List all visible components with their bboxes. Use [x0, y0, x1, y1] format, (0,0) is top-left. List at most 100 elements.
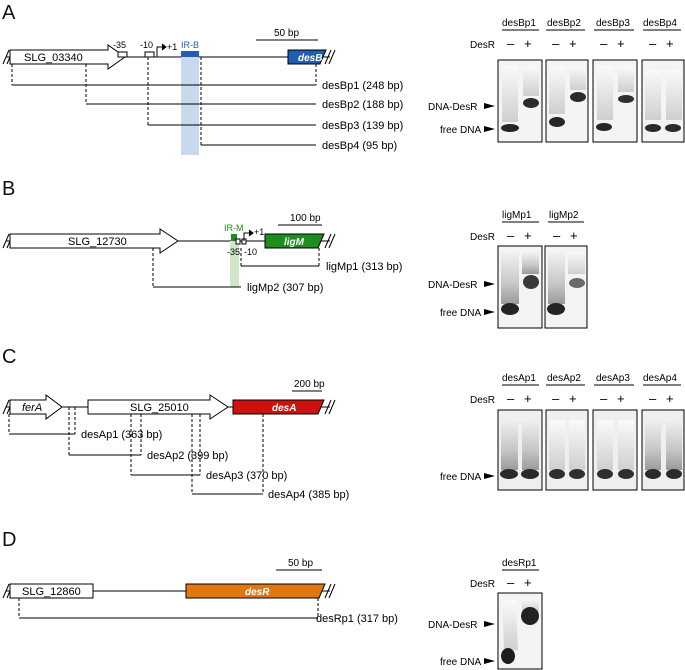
minus35-label: -35 [113, 40, 126, 50]
emsa-lane-title: desBp3 [596, 18, 630, 29]
panel-b-map [2, 224, 336, 288]
gel-desbp3 [592, 59, 638, 143]
plus-sign: + [524, 228, 532, 243]
panel-d-emsa: desRp1 DesR – + DNA-DesR free DNA [428, 558, 543, 670]
gene-label-desa: desA [272, 403, 296, 414]
panel-b-emsa: ligMp1 ligMp2 DesR – + – + DNA-DesR free… [428, 210, 588, 329]
probe-label-desbp3: desBp3 (139 bp) [322, 120, 403, 132]
minus10-label: -10 [244, 247, 257, 257]
gel-desap4 [641, 409, 685, 491]
complex-arrowhead [484, 281, 495, 287]
panel-c-map-text: ferA SLG_25010 desA 200 bp desAp1 (363 b… [22, 379, 349, 501]
gel-ligmp1 [497, 245, 543, 329]
ir-m-box [231, 234, 237, 241]
desr-label: DesR [470, 579, 495, 590]
free-dna-label: free DNA [440, 657, 481, 668]
gene-label-desr: desR [245, 587, 270, 598]
plus-sign: + [524, 36, 532, 51]
gene-box-desa [232, 399, 325, 415]
gel-desbp2 [545, 59, 589, 143]
ir-m-shade [230, 241, 239, 287]
emsa-lane-title: desRp1 [502, 558, 537, 569]
probe-label-desap3: desAp3 (370 bp) [206, 470, 287, 482]
probe-label-ligmp2: ligMp2 (307 bp) [247, 282, 323, 294]
plus-sign: + [666, 36, 674, 51]
gene-label-fera: ferA [22, 402, 42, 414]
minus-sign: – [507, 228, 515, 243]
panel-c-emsa: desAp1 desAp2 desAp3 desAp4 DesR – + – +… [440, 373, 685, 491]
probe-label-desap4: desAp4 (385 bp) [268, 489, 349, 501]
scale-bar-label: 200 bp [294, 379, 325, 390]
minus-sign: – [649, 36, 657, 51]
minus10-box [144, 51, 155, 58]
scale-bar-label: 100 bp [290, 213, 321, 224]
gene-label-desb: desB [298, 53, 322, 64]
emsa-lane-title: desBp1 [502, 18, 536, 29]
panel-d-map [2, 569, 336, 619]
emsa-lane-title: desAp1 [502, 373, 536, 384]
ir-b-label: IR-B [181, 40, 199, 50]
gene-box-desb [287, 49, 327, 65]
free-arrowhead [484, 309, 495, 315]
free-dna-label: free DNA [440, 125, 481, 136]
complex-label: DNA-DesR [428, 280, 477, 291]
gel-desap1 [497, 409, 543, 491]
minus35-label: -35 [227, 247, 240, 257]
panel-d-map-text: SLG_12860 desR 50 bp desRp1 (317 bp) [22, 558, 398, 625]
emsa-lane-title: desBp4 [643, 18, 677, 29]
gene-box-desr [185, 583, 326, 599]
gel-ligmp2 [544, 245, 588, 329]
emsa-lane-title: ligMp2 [549, 210, 579, 221]
free-arrowhead [484, 126, 495, 132]
scale-bar-label: 50 bp [288, 558, 313, 569]
complex-arrowhead [484, 621, 495, 627]
gene-label-ligm: ligM [284, 237, 305, 248]
plus-sign: + [570, 228, 578, 243]
gene-arrow-slg-12730 [9, 228, 179, 254]
free-arrowhead [484, 658, 495, 664]
gel-desrp1 [497, 592, 543, 670]
emsa-lane-title: desAp3 [596, 373, 630, 384]
desr-label: DesR [470, 395, 495, 406]
gene-box-slg-12860 [9, 583, 94, 599]
panel-label-c: C [2, 346, 17, 368]
gene-label-slg-12730: SLG_12730 [68, 236, 127, 248]
emsa-lane-title: desAp4 [643, 373, 677, 384]
panel-b-map-text: SLG_12730 IR-M +1 -35 -10 ligM 100 bp li… [68, 213, 402, 294]
panel-a-map-text: SLG_03340 -35 -10 +1 IR-B desB 50 bp des… [24, 28, 403, 152]
emsa-lane-title: desAp2 [547, 373, 581, 384]
plus-sign: + [569, 391, 577, 406]
minus-sign: – [600, 36, 608, 51]
minus-sign: – [553, 228, 561, 243]
gel-desbp4 [641, 59, 685, 143]
break-mark [2, 49, 10, 65]
ir-b-shade [181, 57, 199, 155]
plus-sign: + [666, 391, 674, 406]
gel-desap3 [592, 409, 638, 491]
complex-arrowhead [484, 103, 495, 109]
gel-desap2 [545, 409, 589, 491]
free-dna-label: free DNA [440, 308, 481, 319]
free-arrowhead [484, 473, 495, 479]
minus-sign: – [600, 391, 608, 406]
tss-label: +1 [254, 227, 264, 237]
plus-sign: + [524, 575, 532, 590]
complex-label: DNA-DesR [428, 102, 477, 113]
break-mark [324, 49, 332, 65]
ir-m-label: IR-M [224, 223, 244, 233]
plus-sign: + [524, 391, 532, 406]
minus-sign: – [507, 36, 515, 51]
gene-label-slg-25010: SLG_25010 [130, 402, 189, 414]
probe-label-desbp4: desBp4 (95 bp) [322, 140, 397, 152]
gene-arrow-slg-25010 [87, 394, 229, 420]
probe-label-desbp2: desBp2 (188 bp) [322, 99, 403, 111]
panel-a-map [2, 39, 336, 155]
emsa-lane-title: desBp2 [547, 18, 581, 29]
ir-b-box [181, 51, 199, 57]
panel-label-b: B [2, 178, 16, 200]
gel-desbp1 [497, 59, 543, 143]
panel-label-a: A [2, 2, 16, 24]
gene-arrow-fera [9, 394, 63, 420]
gene-arrow-slg-03340 [9, 44, 126, 70]
